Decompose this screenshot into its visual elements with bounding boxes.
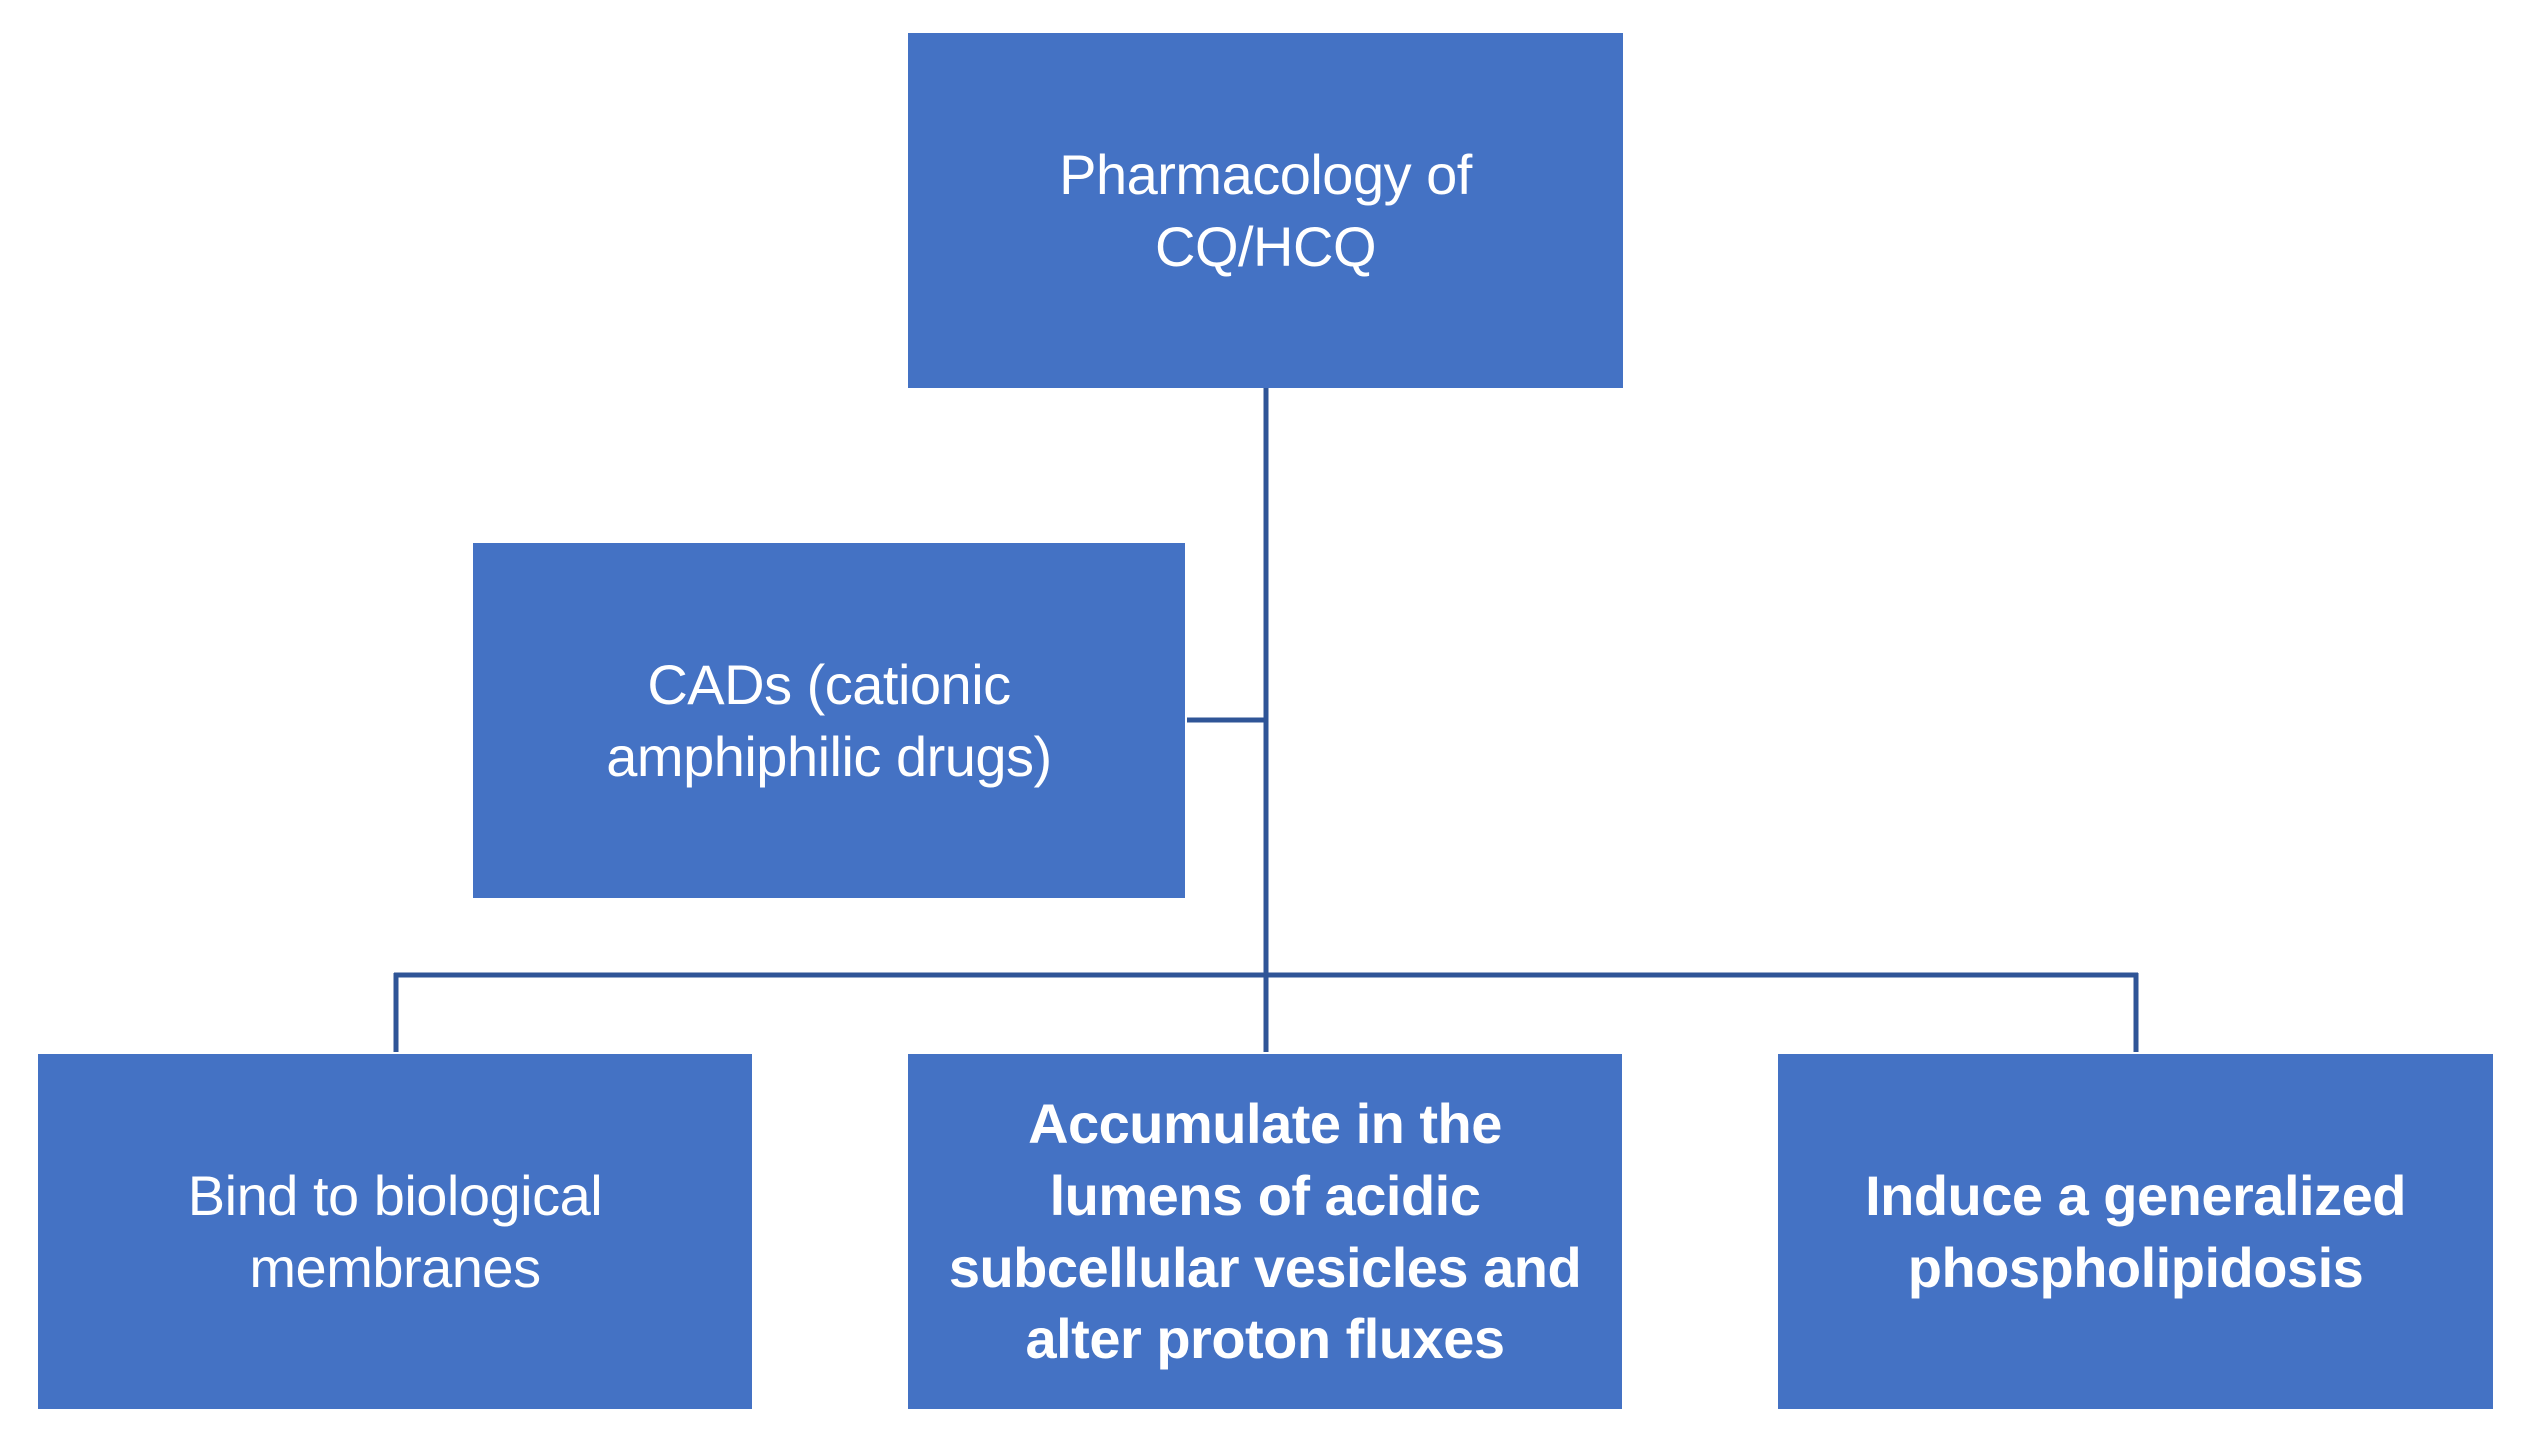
node-induce-generalized-phospholipidosis: Induce a generalized phospholipidosis — [1778, 1054, 2493, 1409]
node-cads-cationic-amphiphilic-drugs: CADs (cationic amphiphilic drugs) — [473, 543, 1185, 898]
node-label: Accumulate in the lumens of acidic subce… — [948, 1092, 1582, 1371]
node-label: Induce a generalized phospholipidosis — [1865, 1163, 2406, 1299]
node-accumulate-in-acidic-vesicles: Accumulate in the lumens of acidic subce… — [908, 1054, 1622, 1409]
node-bind-to-biological-membranes: Bind to biological membranes — [38, 1054, 752, 1409]
node-label: Pharmacology of CQ/HCQ — [1059, 142, 1472, 278]
node-pharmacology-of-cq-hcq: Pharmacology of CQ/HCQ — [908, 33, 1623, 388]
node-label: CADs (cationic amphiphilic drugs) — [606, 652, 1052, 788]
node-label: Bind to biological membranes — [187, 1163, 603, 1299]
